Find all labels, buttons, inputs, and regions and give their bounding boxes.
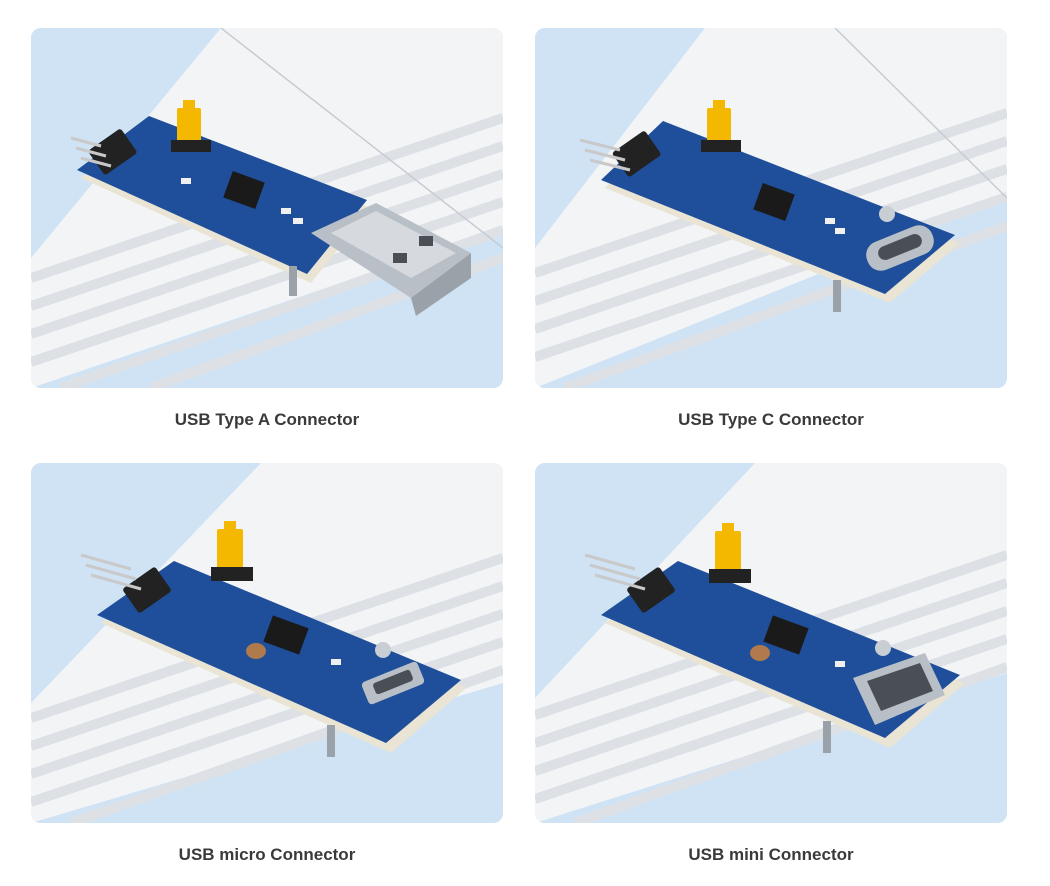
product-photo-type-c[interactable] <box>535 28 1007 388</box>
product-card-micro: USB micro Connector <box>31 463 503 865</box>
board-illustration <box>535 28 1007 388</box>
product-card-type-c: USB Type C Connector <box>535 28 1007 430</box>
board-illustration <box>31 463 503 823</box>
product-caption: USB micro Connector <box>178 845 356 864</box>
product-card-type-a: USB Type A Connector <box>31 28 503 430</box>
product-caption: USB mini Connector <box>688 845 854 864</box>
product-photo-type-a[interactable] <box>31 28 503 388</box>
board-illustration <box>31 28 503 388</box>
board-illustration <box>535 463 1007 823</box>
product-caption: USB Type C Connector <box>678 410 864 429</box>
product-caption: USB Type A Connector <box>174 410 360 429</box>
product-gallery: USB Type A Connector <box>31 28 1007 878</box>
product-photo-mini[interactable] <box>535 463 1007 823</box>
product-photo-micro[interactable] <box>31 463 503 823</box>
product-card-mini: USB mini Connector <box>535 463 1007 865</box>
